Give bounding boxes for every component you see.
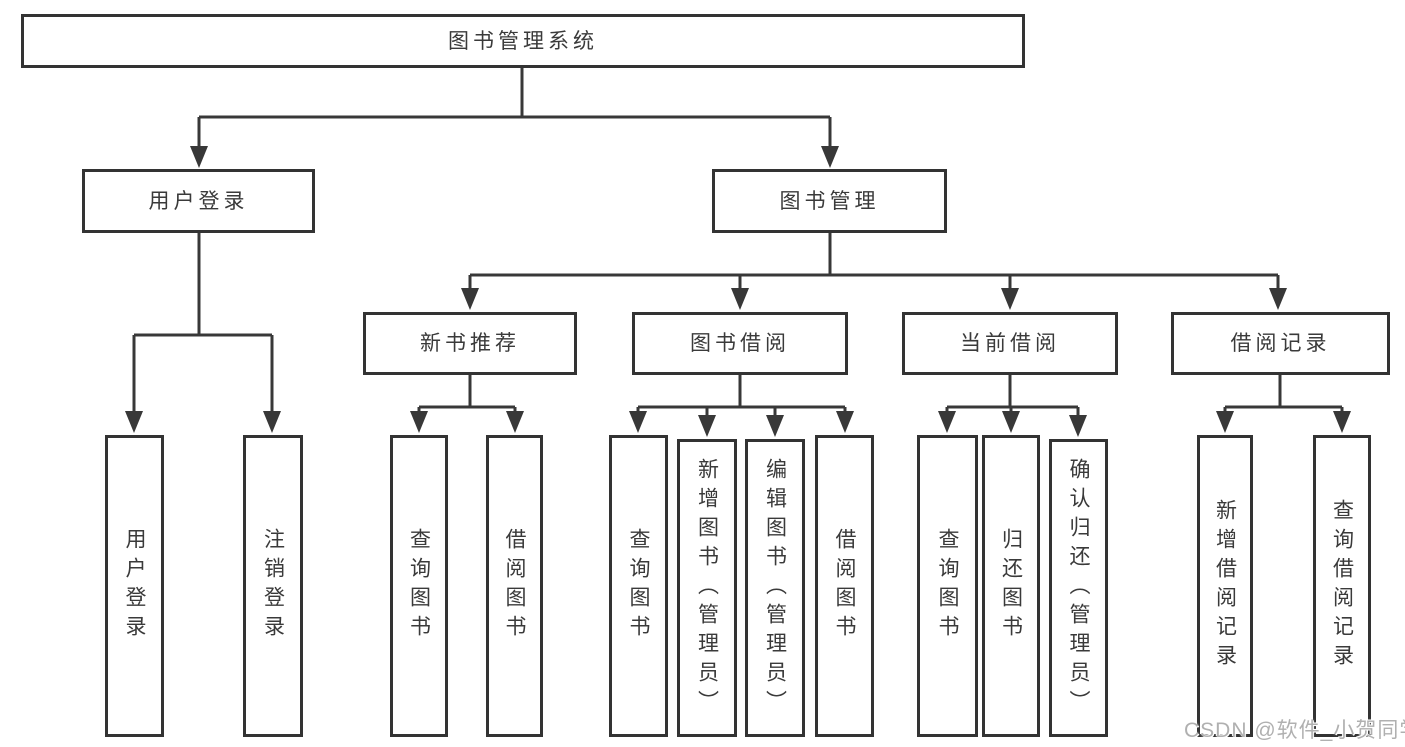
node-label: 新书推荐: [420, 332, 520, 355]
leaf-label: 查询图书: [936, 528, 960, 644]
node-label: 图书管理: [779, 189, 880, 213]
node-new-book-recommendation: 新书推荐: [363, 312, 577, 375]
connector-book-management: [468, 233, 1280, 292]
connector-user-login: [132, 233, 274, 415]
node-user-login: 用户登录: [82, 169, 315, 233]
leaf-label: 新增图书（管理员）: [695, 457, 719, 719]
leaf-borrow-books-recommend: 借阅图书: [486, 435, 543, 737]
node-current-borrowing: 当前借阅: [902, 312, 1118, 375]
leaf-query-books-current: 查询图书: [917, 435, 978, 737]
leaf-label: 借阅图书: [833, 528, 857, 644]
leaf-label: 编辑图书（管理员）: [763, 457, 787, 719]
connector-new-book-recommendation: [417, 375, 517, 415]
leaf-label: 新增借阅记录: [1213, 499, 1237, 673]
node-label: 借阅记录: [1230, 332, 1331, 355]
leaf-return-books: 归还图书: [982, 435, 1040, 737]
arrowhead-icon: [190, 146, 839, 168]
leaf-label: 注销登录: [261, 528, 285, 644]
leaf-label: 查询借阅记录: [1330, 499, 1354, 673]
connector-borrowing-records: [1223, 375, 1344, 415]
leaf-label: 用户登录: [123, 528, 147, 644]
leaf-label: 查询图书: [627, 528, 651, 644]
connector-book-borrowing: [636, 375, 847, 419]
leaf-label: 归还图书: [999, 528, 1023, 644]
arrowhead-icon: [629, 411, 854, 437]
leaf-borrow-books-borrowing: 借阅图书: [815, 435, 874, 737]
arrowhead-icon: [938, 411, 1087, 437]
connector-root: [197, 68, 832, 150]
arrowhead-icon: [1216, 411, 1351, 433]
leaf-add-borrow-record: 新增借阅记录: [1197, 435, 1253, 737]
leaf-logout-login: 注销登录: [243, 435, 303, 737]
node-root: 图书管理系统: [21, 14, 1025, 68]
arrowhead-icon: [410, 411, 524, 433]
leaf-query-borrow-record: 查询借阅记录: [1313, 435, 1371, 737]
node-borrowing-records: 借阅记录: [1171, 312, 1390, 375]
node-book-management: 图书管理: [712, 169, 947, 233]
node-label: 当前借阅: [960, 332, 1060, 355]
node-label: 图书管理系统: [448, 29, 598, 53]
leaf-edit-books-admin: 编辑图书（管理员）: [745, 439, 805, 737]
leaf-user-login: 用户登录: [105, 435, 164, 737]
node-book-borrowing: 图书借阅: [632, 312, 848, 375]
watermark: CSDN @软件_小贺同学: [1184, 719, 1405, 742]
leaf-label: 借阅图书: [503, 528, 527, 644]
node-label: 用户登录: [148, 189, 249, 213]
leaf-label: 确认归还（管理员）: [1067, 457, 1091, 719]
leaf-query-books-recommend: 查询图书: [390, 435, 448, 737]
leaf-add-books-admin: 新增图书（管理员）: [677, 439, 737, 737]
arrowhead-icon: [461, 288, 1287, 310]
leaf-query-books-borrowing: 查询图书: [609, 435, 668, 737]
leaf-confirm-return-admin: 确认归还（管理员）: [1049, 439, 1108, 737]
arrowhead-icon: [125, 411, 281, 433]
node-label: 图书借阅: [690, 332, 790, 355]
leaf-label: 查询图书: [407, 528, 431, 644]
